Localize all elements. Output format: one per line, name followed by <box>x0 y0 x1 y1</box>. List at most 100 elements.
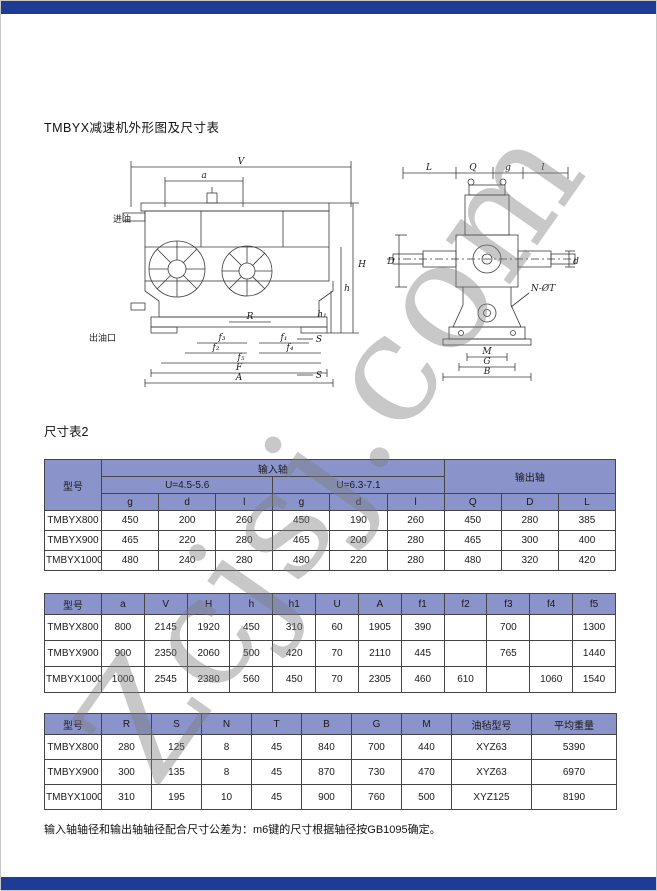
cell <box>529 640 574 667</box>
cell-model: TMBYX900 <box>44 530 102 551</box>
cell: 190 <box>329 510 388 531</box>
cell: 870 <box>301 759 352 785</box>
cell: 385 <box>557 510 617 531</box>
cell: 1300 <box>572 614 616 641</box>
cell: 60 <box>315 614 359 641</box>
dimension-table-caption: 尺寸表2 <box>44 425 89 439</box>
cell: 300 <box>500 530 559 551</box>
cell: 135 <box>151 759 202 785</box>
page-title: TMBYX减速机外形图及尺寸表 <box>44 121 220 135</box>
cell: 465 <box>272 530 331 551</box>
col-header: N <box>201 713 252 735</box>
table-header-row: 型号 R S N T B G M 油毡型号 平均重量 <box>44 713 617 735</box>
col-header: T <box>251 713 302 735</box>
base-dimension-table-wrap: 型号 R S N T B G M 油毡型号 平均重量 TMBYX800 280 … <box>44 713 617 810</box>
col-header: f2 <box>443 593 488 615</box>
cell: 480 <box>272 550 331 571</box>
cell: 500 <box>401 784 452 810</box>
col-header: H <box>186 593 231 615</box>
cell: 70 <box>315 640 359 667</box>
cell: 1540 <box>572 666 616 693</box>
side-view-linework <box>122 161 359 387</box>
dim-label-D: D <box>386 257 394 267</box>
col-header: l <box>215 493 274 511</box>
col-header: f1 <box>400 593 445 615</box>
cell: 610 <box>443 666 488 693</box>
cell-model: TMBYX800 <box>44 734 102 760</box>
cell: 8190 <box>531 784 617 810</box>
dim-label-d: d <box>573 257 579 267</box>
reducer-end-view-drawing: L Q g l D d N-ØT M G B <box>386 163 579 381</box>
col-header: h1 <box>272 593 317 615</box>
dim-label-A: A <box>235 373 243 383</box>
dim-label-L: L <box>425 163 432 173</box>
cell <box>443 640 488 667</box>
dim-label-N-OT: N-ØT <box>530 283 556 294</box>
cell: 465 <box>100 530 160 551</box>
cell-model: TMBYX800 <box>44 614 102 641</box>
base-dimension-table: 型号 R S N T B G M 油毡型号 平均重量 TMBYX800 280 … <box>44 713 617 810</box>
cell: 280 <box>215 530 274 551</box>
cell: 5390 <box>531 734 617 760</box>
table-row: TMBYX1000 1000 2545 2380 560 450 70 2305… <box>44 666 616 693</box>
cell: 480 <box>100 550 160 571</box>
cell: 445 <box>400 640 445 667</box>
cell <box>443 614 488 641</box>
cell: XYZ125 <box>451 784 532 810</box>
cell: 1920 <box>186 614 231 641</box>
cell: 8 <box>201 759 252 785</box>
col-header: f3 <box>486 593 531 615</box>
cell: 260 <box>386 510 445 531</box>
col-header: S <box>151 713 202 735</box>
dim-label-Q: Q <box>469 163 477 173</box>
cell: 1060 <box>529 666 574 693</box>
dim-label-H: H <box>357 260 366 270</box>
cell: 280 <box>215 550 274 571</box>
cell: 450 <box>100 510 160 531</box>
cell: 450 <box>272 510 331 531</box>
dim-label-f3: f₃ <box>218 333 226 343</box>
cell: 45 <box>251 784 302 810</box>
col-header: G <box>351 713 402 735</box>
cell: 220 <box>158 530 217 551</box>
cell: 730 <box>351 759 402 785</box>
cell: 2350 <box>143 640 188 667</box>
cell: 1440 <box>572 640 616 667</box>
col-header: U <box>315 593 359 615</box>
dim-label-f5: f₅ <box>237 353 245 363</box>
dim-label-h1: h₁ <box>317 310 326 320</box>
cell: 2060 <box>186 640 231 667</box>
table-row: TMBYX1000 480 240 280 480 220 280 480 32… <box>44 550 617 571</box>
col-header-model: 型号 <box>44 459 102 511</box>
cell: 8 <box>201 734 252 760</box>
dim-label-h: h <box>344 284 350 294</box>
cell: 390 <box>400 614 445 641</box>
cell: 45 <box>251 734 302 760</box>
cell: 240 <box>158 550 217 571</box>
cell: 200 <box>329 530 388 551</box>
cell: 45 <box>251 759 302 785</box>
col-header-output-shaft: 输出轴 <box>443 459 617 494</box>
col-header-u-range-2: U=6.3-7.1 <box>272 476 445 494</box>
cell: 900 <box>101 640 145 667</box>
cell: 2545 <box>143 666 188 693</box>
cell: 2305 <box>357 666 402 693</box>
cell <box>529 614 574 641</box>
cell: 280 <box>500 510 559 531</box>
cell: 70 <box>315 666 359 693</box>
cell: 840 <box>301 734 352 760</box>
cell: 200 <box>158 510 217 531</box>
dim-label-B: B <box>483 367 491 377</box>
cell: 450 <box>229 614 274 641</box>
cell: 465 <box>443 530 502 551</box>
cell-model: TMBYX900 <box>44 759 102 785</box>
cell: 765 <box>486 640 531 667</box>
cell: 700 <box>486 614 531 641</box>
col-header: R <box>101 713 152 735</box>
cell: 280 <box>386 530 445 551</box>
col-header: l <box>386 493 445 511</box>
col-header: M <box>401 713 452 735</box>
tolerance-note: 输入轴轴径和输出轴轴径配合尺寸公差为：m6键的尺寸根据轴径按GB1095确定。 <box>44 824 441 836</box>
cell: 700 <box>351 734 402 760</box>
cell: 560 <box>229 666 274 693</box>
